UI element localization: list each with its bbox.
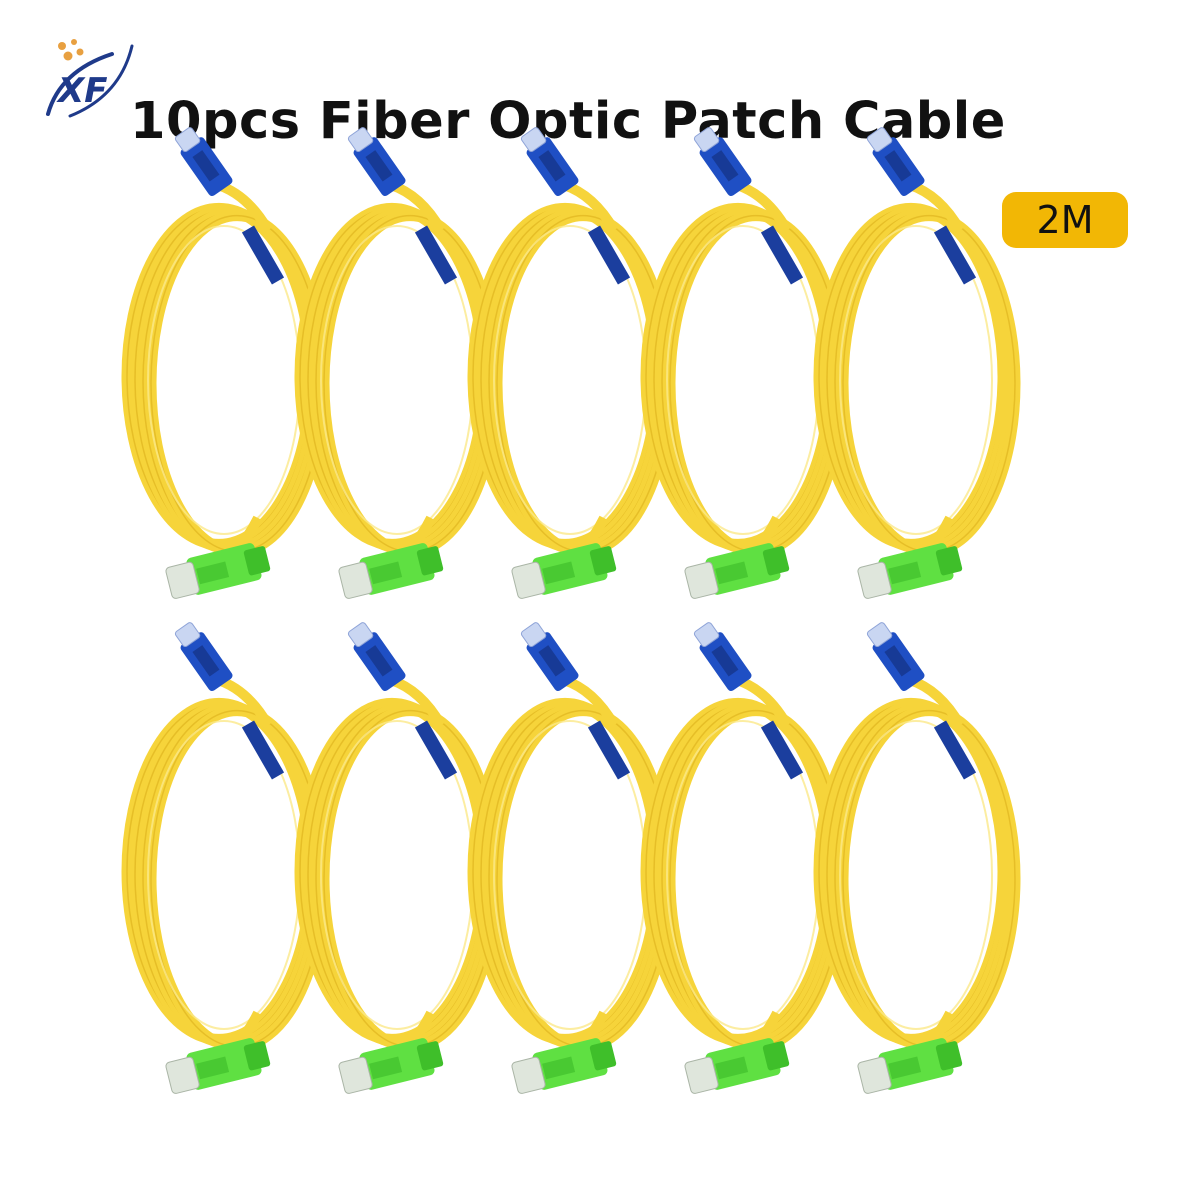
cable-highlight [839,720,993,1030]
sc-apc-connector-green [338,1038,444,1094]
strain-relief-boot [414,720,458,780]
strain-relief-boot [933,225,977,285]
strain-relief-boot [414,225,458,285]
strain-relief-boot [760,720,804,780]
sc-apc-connector-green [165,543,271,599]
cable-highlight [839,225,993,535]
fiber-cable-7 [294,622,502,1094]
fiber-cable-3 [467,127,675,599]
strain-relief-boot [587,225,631,285]
sc-connector-blue [866,127,925,197]
sc-connector-blue [520,127,579,197]
sc-connector-blue [347,622,406,692]
fiber-cable-9 [640,622,848,1094]
sc-connector-blue [866,622,925,692]
sc-connector-blue [693,127,752,197]
strain-relief-boot [241,225,285,285]
xf-logo: XF [40,36,140,126]
fiber-cable-5 [813,127,1021,599]
fiber-cable-1 [121,127,329,599]
sc-connector-blue [520,622,579,692]
fiber-cable-4 [640,127,848,599]
strain-relief-boot [760,225,804,285]
sc-connector-blue [174,127,233,197]
fiber-cable-10 [813,622,1021,1094]
sc-apc-connector-green [684,543,790,599]
fiber-cable-6 [121,622,329,1094]
sc-apc-connector-green [511,543,617,599]
page-title: 10pcs Fiber Optic Patch Cable [130,92,1006,151]
strain-relief-boot [587,720,631,780]
sc-apc-connector-green [857,1038,963,1094]
strain-relief-boot [933,720,977,780]
strain-relief-boot [241,720,285,780]
length-badge: 2M [1002,192,1128,248]
logo-text: XF [56,71,107,111]
sc-apc-connector-green [338,543,444,599]
fiber-cable-2 [294,127,502,599]
sc-connector-blue [347,127,406,197]
sc-connector-blue [693,622,752,692]
sc-apc-connector-green [165,1038,271,1094]
sc-apc-connector-green [511,1038,617,1094]
fiber-cable-8 [467,622,675,1094]
sc-connector-blue [174,622,233,692]
sc-apc-connector-green [684,1038,790,1094]
sc-apc-connector-green [857,543,963,599]
